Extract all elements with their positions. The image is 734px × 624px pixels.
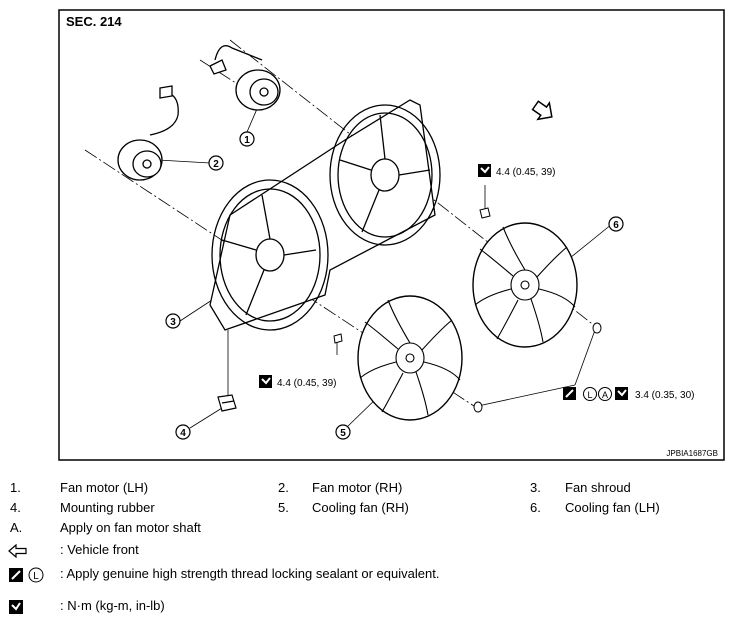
callout-2: 2 — [208, 155, 224, 171]
cooling-fan-rh — [357, 295, 463, 421]
vehicle-front-icon — [8, 544, 27, 558]
torque-label-lower: 4.4 (0.45, 39) — [259, 375, 336, 389]
legend-row-torque: : N·m (kg-m, in-lb) — [0, 598, 734, 616]
callout-6: 6 — [608, 216, 624, 232]
callout-3: 3 — [165, 313, 181, 329]
svg-text:3: 3 — [170, 317, 176, 328]
svg-text:4.4 (0.45, 39): 4.4 (0.45, 39) — [496, 167, 555, 178]
svg-text:L: L — [33, 571, 39, 582]
legend-note: Apply on fan motor shaft — [60, 520, 201, 535]
callout-4: 4 — [175, 424, 191, 440]
legend-num: 5. — [278, 500, 289, 515]
legend-label: Fan motor (LH) — [60, 480, 149, 495]
legend-num: 1. — [10, 480, 21, 495]
bolts — [333, 207, 602, 413]
legend-row-note-a: A. Apply on fan motor shaft — [0, 520, 734, 536]
svg-text:L: L — [587, 390, 592, 400]
legend-torque-text: : N·m (kg-m, in-lb) — [60, 598, 165, 613]
svg-text:1: 1 — [244, 135, 250, 146]
legend-num: 4. — [10, 500, 21, 515]
cooling-fan-lh — [472, 222, 578, 348]
legend-row-1: 1. Fan motor (LH) 2. Fan motor (RH) 3. F… — [0, 480, 734, 496]
svg-text:A: A — [602, 390, 608, 400]
legend-label: Mounting rubber — [60, 500, 155, 515]
legend-label: Cooling fan (RH) — [312, 500, 409, 515]
callout-5: 5 — [335, 424, 351, 440]
svg-text:4.4 (0.45, 39): 4.4 (0.45, 39) — [277, 378, 336, 389]
legend-row-sealant: L : Apply genuine high strength thread l… — [0, 566, 734, 584]
figure-code: JPBIA1687GB — [666, 449, 718, 458]
legend-key: A. — [10, 520, 23, 535]
fan-motor-lh — [209, 45, 281, 111]
diagram-frame — [58, 9, 725, 461]
section-label: SEC. 214 — [66, 14, 122, 29]
sealant-icon: L — [9, 567, 44, 583]
callout-1: 1 — [239, 131, 255, 147]
svg-text:6: 6 — [613, 220, 619, 231]
legend-row-front: : Vehicle front — [0, 542, 734, 558]
legend-num: 2. — [278, 480, 289, 495]
legend-label: Cooling fan (LH) — [565, 500, 660, 515]
svg-text:3.4 (0.35, 30): 3.4 (0.35, 30) — [635, 390, 694, 401]
legend-label: Fan motor (RH) — [312, 480, 403, 495]
fan-shroud — [209, 99, 441, 331]
torque-label-fan-nut: L A 3.4 (0.35, 30) — [563, 387, 694, 401]
legend-label: Fan shroud — [565, 480, 631, 495]
fan-motor-rh — [117, 85, 179, 181]
svg-text:5: 5 — [340, 428, 346, 439]
vehicle-front-arrow-icon — [531, 100, 553, 121]
legend-sealant-text: : Apply genuine high strength thread loc… — [60, 566, 440, 581]
svg-text:2: 2 — [213, 159, 219, 170]
legend-num: 6. — [530, 500, 541, 515]
legend-row-2: 4. Mounting rubber 5. Cooling fan (RH) 6… — [0, 500, 734, 516]
legend-front-text: : Vehicle front — [60, 542, 139, 557]
legend-num: 3. — [530, 480, 541, 495]
torque-label-upper: 4.4 (0.45, 39) — [478, 164, 555, 178]
mounting-rubber — [217, 394, 237, 412]
svg-text:4: 4 — [180, 428, 186, 439]
torque-wrench-icon — [9, 600, 23, 614]
